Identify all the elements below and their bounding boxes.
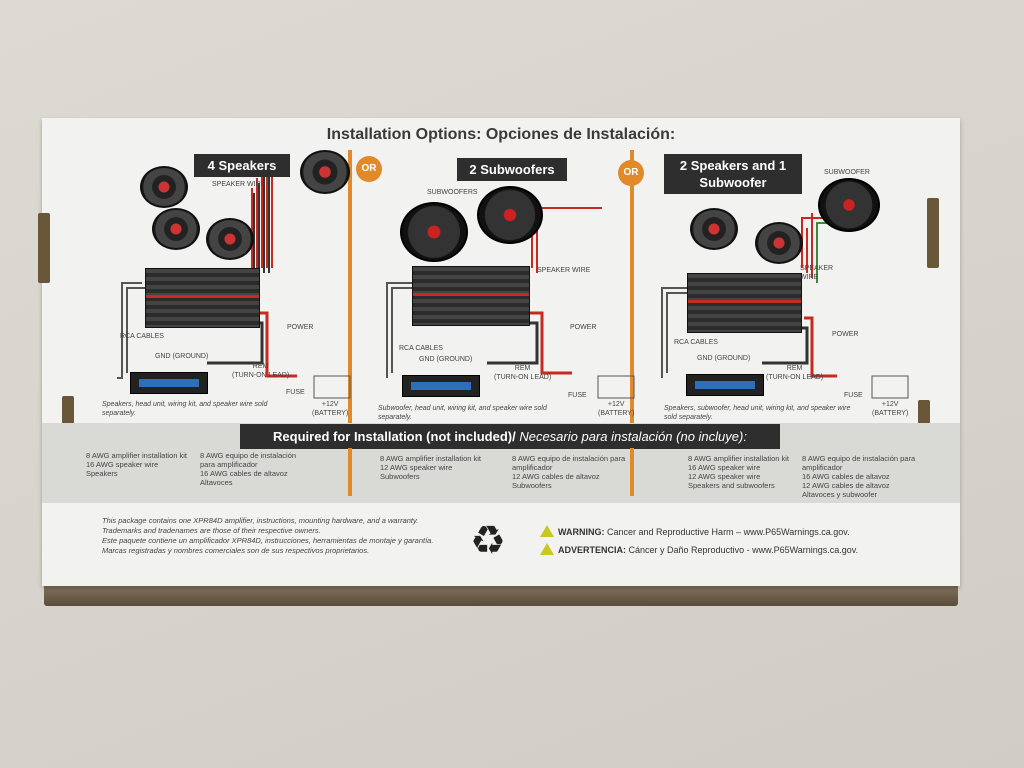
speaker-image — [140, 166, 188, 208]
warning-text: Cancer and Reproductive Harm – www.P65Wa… — [604, 527, 850, 537]
label: SUBWOOFER — [824, 169, 870, 176]
subwoofer-image — [477, 186, 543, 244]
required-list: 8 AWG amplifier installation kit 12 AWG … — [380, 454, 482, 481]
label: GND (GROUND) — [155, 353, 209, 360]
divider — [630, 448, 634, 496]
label: REM (TURN-ON LEAD) — [232, 362, 289, 380]
label: REM (TURN-ON LEAD) — [766, 364, 823, 382]
label: RCA CABLES — [399, 345, 443, 352]
label: POWER — [287, 324, 314, 331]
label: (TURN-ON LEAD) — [766, 374, 824, 381]
or-badge: OR — [356, 156, 382, 182]
footer-line: Marcas registradas y nombres comerciales… — [102, 546, 370, 555]
subwoofer-image — [400, 202, 468, 262]
label: POWER — [832, 331, 859, 338]
box-side-edge — [44, 582, 958, 606]
advertencia-line: ADVERTENCIA: Cáncer y Daño Reproductivo … — [540, 543, 858, 555]
label: (BATTERY) — [872, 410, 909, 417]
footer-line: Trademarks and tradenames are those of t… — [102, 526, 321, 535]
note: Speakers, subwoofer, head unit, wiring k… — [664, 405, 851, 421]
label: FUSE — [568, 392, 587, 399]
amplifier-image — [145, 268, 260, 328]
label: FUSE — [286, 389, 305, 396]
required-list: 8 AWG amplifier installation kit 16 AWG … — [688, 454, 790, 490]
product-box: Installation Options: Opciones de Instal… — [38, 118, 960, 586]
package-contents-text: This package contains one XPR84D amplifi… — [102, 516, 433, 556]
footer-line: This package contains one XPR84D amplifi… — [102, 516, 419, 525]
label: (TURN-ON LEAD) — [232, 372, 290, 379]
required-heading-en: Required for Installation (not included)… — [273, 429, 516, 444]
label: (BATTERY) — [598, 410, 635, 417]
label: REM — [252, 363, 269, 370]
label: (BATTERY) — [312, 410, 349, 417]
warning-triangle-icon — [540, 543, 554, 555]
label: REM (TURN-ON LEAD) — [494, 364, 551, 382]
label: POWER — [570, 324, 597, 331]
required-heading-es: Necesario para instalación (no incluye): — [515, 429, 747, 444]
speaker-image — [755, 222, 803, 264]
label: SPEAKER WIRE — [800, 265, 834, 281]
label: +12V (BATTERY) — [598, 400, 634, 418]
warning-triangle-icon — [540, 525, 554, 537]
head-unit-image — [686, 374, 764, 396]
label: +12V (BATTERY) — [872, 400, 908, 418]
amplifier-image — [412, 266, 530, 326]
label: RCA CABLES — [120, 333, 164, 340]
speaker-image — [300, 150, 350, 194]
label: +12V — [321, 401, 339, 408]
label: +12V (BATTERY) — [312, 400, 348, 418]
head-unit-image — [130, 372, 208, 394]
required-list: 8 AWG equipo de instalación para amplifi… — [200, 451, 297, 487]
subwoofer-image — [818, 178, 880, 232]
box-flap — [38, 213, 50, 283]
warning-line: WARNING: Cancer and Reproductive Harm – … — [540, 525, 850, 537]
label: (TURN-ON LEAD) — [494, 374, 552, 381]
required-list: 8 AWG equipo de instalación para amplifi… — [512, 454, 626, 490]
note: Speakers, head unit, wiring kit, and spe… — [102, 401, 268, 417]
label: REM — [786, 365, 803, 372]
label: REM — [514, 365, 531, 372]
advertencia-text: Cáncer y Daño Reproductivo - www.P65Warn… — [626, 545, 859, 555]
speaker-image — [690, 208, 738, 250]
note: Subwoofer, head unit, wiring kit, and sp… — [378, 405, 547, 421]
or-badge: OR — [618, 160, 644, 186]
panel-heading-speakers-and-subwoofer: 2 Speakers and 1 Subwoofer — [664, 154, 802, 194]
label: FUSE — [844, 392, 863, 399]
warning-label: WARNING: — [558, 527, 605, 537]
label: +12V — [881, 401, 899, 408]
required-list: 8 AWG equipo de instalación para amplifi… — [802, 454, 916, 499]
panel-heading-4-speakers: 4 Speakers — [194, 154, 290, 177]
label: +12V — [607, 401, 625, 408]
label: SPEAKER WIRE — [537, 267, 591, 274]
required-list: 8 AWG amplifier installation kit 16 AWG … — [86, 451, 188, 478]
label: SPEAKER WIRE — [212, 181, 266, 188]
required-heading: Required for Installation (not included)… — [240, 424, 780, 449]
advertencia-label: ADVERTENCIA: — [558, 545, 627, 555]
panel-heading-2-subwoofers: 2 Subwoofers — [457, 158, 567, 181]
label: GND (GROUND) — [419, 356, 473, 363]
label: RCA CABLES — [674, 339, 718, 346]
footer-line: Este paquete contiene un amplificador XP… — [102, 536, 434, 545]
speaker-image — [152, 208, 200, 250]
divider — [348, 448, 352, 496]
speaker-image — [206, 218, 254, 260]
amplifier-image — [687, 273, 802, 333]
page-title: Installation Options: Opciones de Instal… — [326, 126, 676, 143]
divider — [630, 150, 634, 496]
recycle-icon: ♻ — [470, 519, 506, 563]
divider — [348, 150, 352, 496]
box-flap — [927, 198, 939, 268]
label: SUBWOOFERS — [427, 189, 478, 196]
head-unit-image — [402, 375, 480, 397]
label: GND (GROUND) — [697, 355, 751, 362]
